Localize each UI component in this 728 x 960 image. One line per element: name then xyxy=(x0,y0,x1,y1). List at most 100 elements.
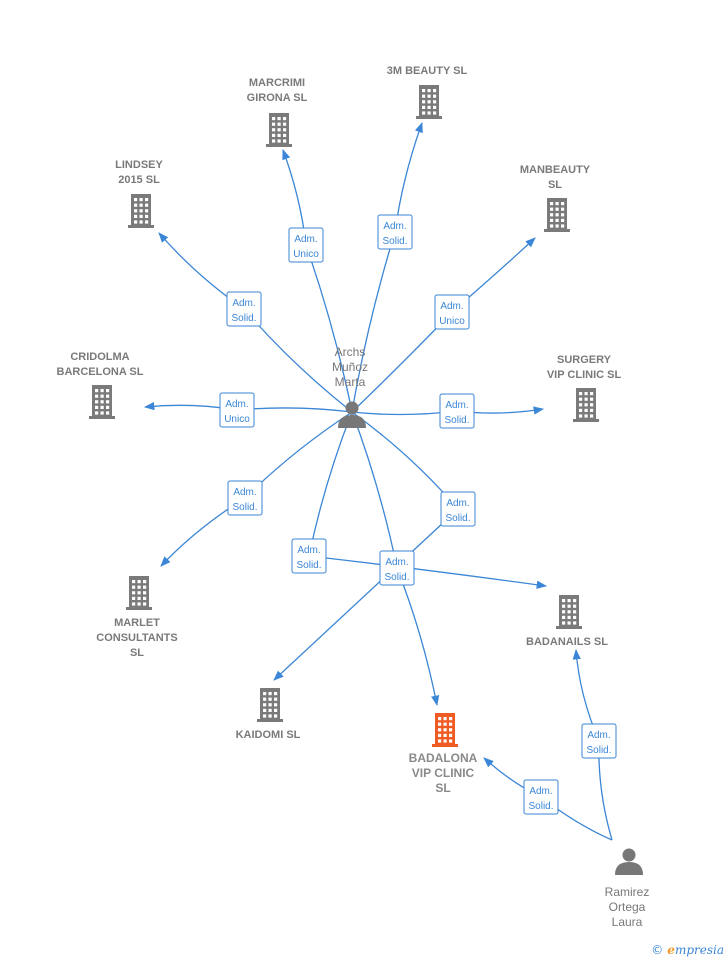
building-window xyxy=(100,389,104,393)
building-icon xyxy=(266,113,292,147)
person-icon xyxy=(615,848,643,875)
building-window xyxy=(283,128,287,132)
relation-badge-text-line: Adm. xyxy=(445,400,468,411)
building-window xyxy=(579,414,583,418)
building-window xyxy=(263,703,267,707)
relation-badge-text: Adm.Unico xyxy=(224,399,250,425)
relation-badge xyxy=(439,393,475,429)
building-window xyxy=(427,94,431,98)
building-window xyxy=(561,213,565,217)
building-window xyxy=(143,585,147,589)
building-window xyxy=(567,610,571,614)
building-window xyxy=(134,209,138,213)
relation-archs-surgery[interactable]: Adm. Solid. xyxy=(351,393,545,429)
building-window xyxy=(443,739,447,743)
building-window xyxy=(139,220,143,224)
building-window xyxy=(134,214,138,218)
relation-archs-badanails[interactable]: Adm.Solid. xyxy=(291,411,548,589)
relation-archs-cridolma[interactable]: Adm.Unico xyxy=(143,392,353,428)
building-window xyxy=(132,580,136,584)
relation-badge-text-line: Solid. xyxy=(444,415,469,426)
building-window xyxy=(274,703,278,707)
building-window xyxy=(433,89,437,93)
building-window xyxy=(438,728,442,732)
building-window xyxy=(134,198,138,202)
building-window xyxy=(274,697,278,701)
company-name-line: BARCELONA SL xyxy=(57,366,144,378)
building-window xyxy=(433,111,437,115)
relation-badge-text: Adm.Solid. xyxy=(232,487,257,513)
company-name-line: SL xyxy=(548,179,562,191)
brand-watermark: ©empresia xyxy=(651,943,724,957)
relation-badge-text-line: Unico xyxy=(293,249,319,260)
building-icon xyxy=(416,85,442,119)
building-window xyxy=(134,203,138,207)
building-window xyxy=(95,411,99,415)
building-window xyxy=(106,400,110,404)
relation-badge-text: Adm.Solid. xyxy=(231,298,256,324)
building-base xyxy=(573,419,599,422)
relation-archs-marlet[interactable]: Adm.Solid. xyxy=(160,411,353,567)
building-window xyxy=(427,105,431,109)
building-window xyxy=(263,692,267,696)
building-window xyxy=(427,89,431,93)
building-window xyxy=(449,728,453,732)
building-window xyxy=(550,218,554,222)
building-window xyxy=(272,139,276,143)
relation-badge xyxy=(581,723,617,759)
relation-archs-badalona[interactable]: Adm.Solid. xyxy=(351,411,440,707)
company-name-line: SL xyxy=(130,647,144,659)
company-node-3m[interactable]: 3M BEAUTY SL xyxy=(387,65,468,119)
building-window xyxy=(283,133,287,137)
building-window xyxy=(95,405,99,409)
relation-archs-manbeauty[interactable]: Adm.Unico xyxy=(351,237,536,413)
relation-ramirez-badalona[interactable]: Adm.Solid. xyxy=(483,757,613,841)
building-window xyxy=(132,585,136,589)
company-name-line: 3M BEAUTY SL xyxy=(387,65,468,77)
building-window xyxy=(438,717,442,721)
building-window xyxy=(579,408,583,412)
building-window xyxy=(139,209,143,213)
building-window xyxy=(567,604,571,608)
relation-badge-text-line: Adm. xyxy=(383,221,406,232)
relation-archs-3m[interactable]: Adm.Solid. xyxy=(351,122,423,413)
relation-badge-text: Adm.Solid. xyxy=(384,557,409,583)
relation-badge-text-line: Adm. xyxy=(233,487,256,498)
person-name-line: Ramirez xyxy=(605,885,650,899)
building-window xyxy=(145,209,149,213)
building-window xyxy=(567,621,571,625)
company-node-kaidomi[interactable]: KAIDOMI SL xyxy=(236,688,301,741)
relation-archs-kaidomi[interactable]: Adm.Solid. xyxy=(273,411,476,681)
building-window xyxy=(100,411,104,415)
building-window xyxy=(562,615,566,619)
relation-ramirez-badanails[interactable]: Adm.Solid. xyxy=(572,648,617,841)
building-window xyxy=(283,139,287,143)
relation-archs-lindsey[interactable]: Adm.Solid. xyxy=(158,232,353,413)
building-window xyxy=(277,139,281,143)
company-name: KAIDOMI SL xyxy=(236,729,301,741)
relation-archs-marcrimi[interactable]: Adm.Unico xyxy=(282,149,353,413)
relation-badge-text-line: Adm. xyxy=(225,399,248,410)
company-node-badanails[interactable]: BADANAILS SL xyxy=(526,595,608,648)
building-window xyxy=(443,717,447,721)
building-icon xyxy=(89,385,115,419)
relation-badge-text: Adm. Solid. xyxy=(444,400,469,426)
building-window xyxy=(590,392,594,396)
building-window xyxy=(100,394,104,398)
person-head xyxy=(622,848,636,862)
building-window xyxy=(145,214,149,218)
company-name-line: 2015 SL xyxy=(118,174,160,186)
relation-badge xyxy=(227,480,263,516)
